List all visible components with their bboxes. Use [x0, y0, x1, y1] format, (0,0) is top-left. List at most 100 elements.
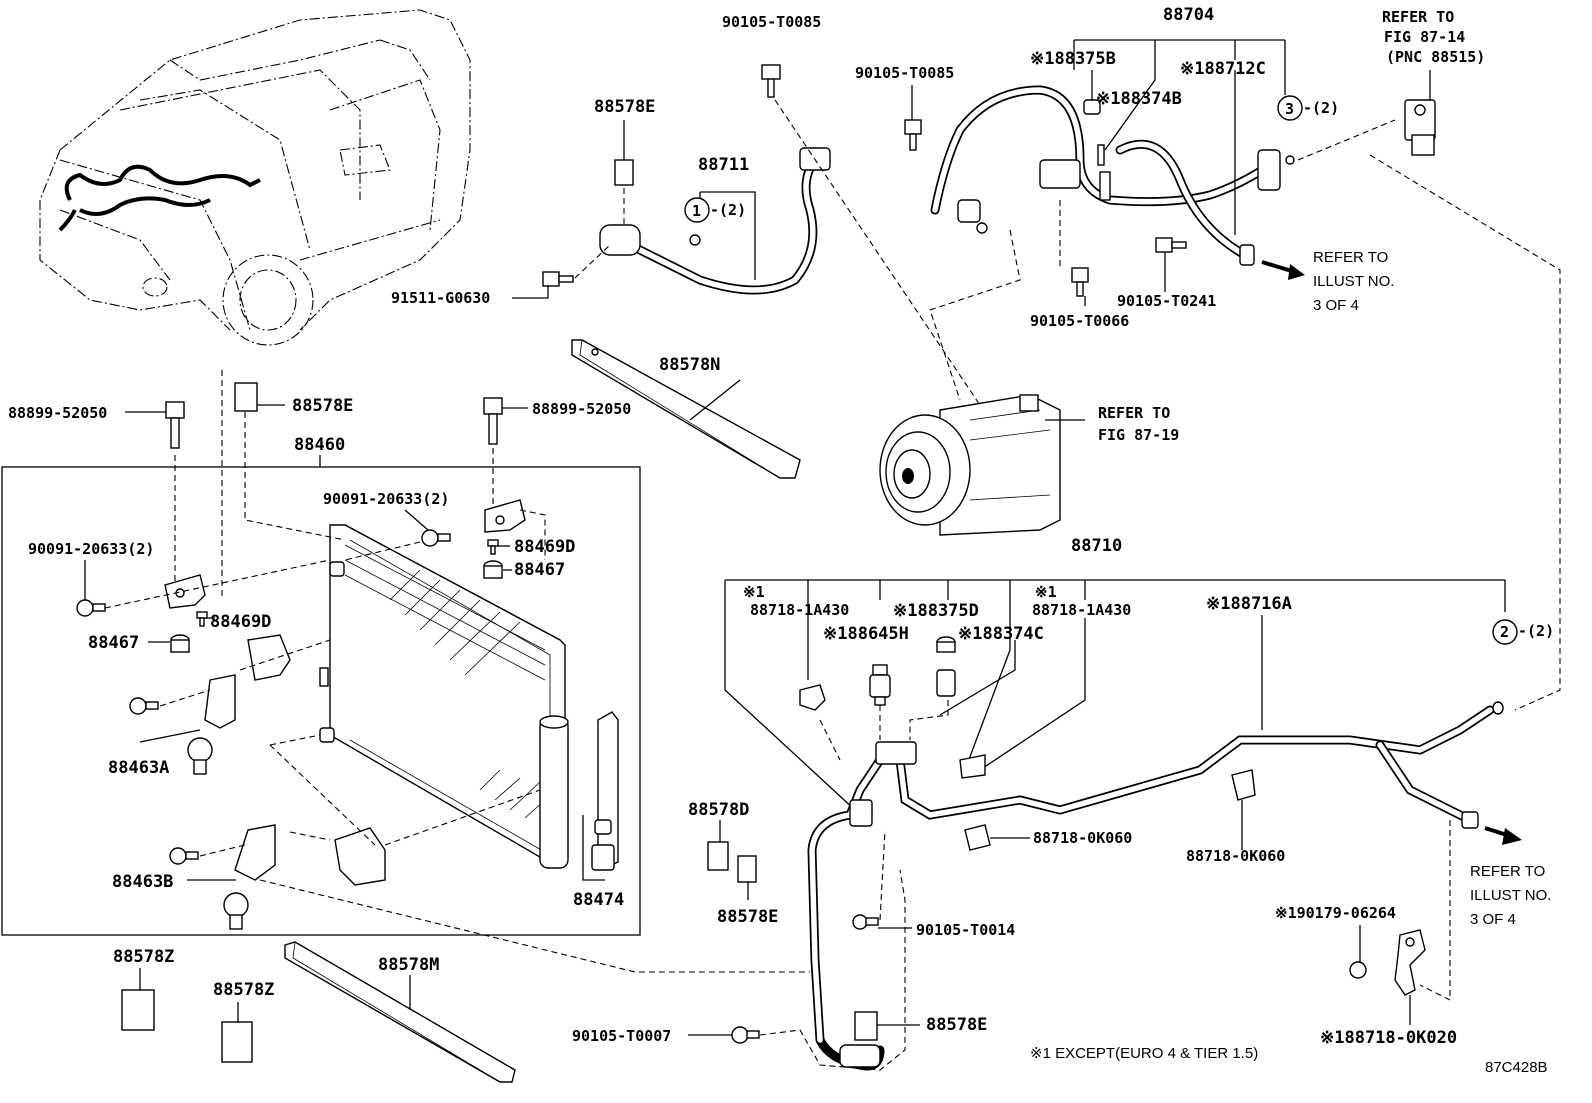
bolt-91511-G0630[interactable]	[542, 271, 574, 287]
clamp-88718-0K060-b[interactable]	[1231, 769, 1256, 801]
bolt-90091-a[interactable]	[76, 599, 106, 617]
clamp-88718-1A430-a[interactable]	[799, 684, 826, 711]
label-88578E-d: 88578E	[926, 1015, 987, 1035]
bolt-90105-T0014[interactable]	[852, 914, 879, 930]
bolt-bracket-b[interactable]	[169, 847, 199, 865]
circle-2: 2	[1500, 623, 1509, 641]
label-88463A: 88463A	[108, 758, 169, 778]
label-90105-T0066: 90105-T0066	[1030, 312, 1129, 330]
label-88718-1A430-b: 88718-1A430	[1032, 601, 1131, 619]
bar-88578M[interactable]	[284, 941, 516, 1083]
label-88899-52050-b: 88899-52050	[532, 400, 631, 418]
expansion-valve-88515[interactable]	[1404, 99, 1436, 156]
valve-88374C[interactable]	[936, 636, 956, 697]
label-88716A: ※188716A	[1206, 594, 1292, 614]
block-88578D-a[interactable]	[707, 841, 729, 871]
label-88578D: 88578D	[688, 800, 749, 820]
block-88578Z-b[interactable]	[221, 1021, 253, 1063]
condenser-88460[interactable]	[319, 524, 569, 869]
bolt-88469D-b[interactable]	[487, 539, 499, 555]
clamp-88718-0K060-a[interactable]	[964, 824, 991, 851]
figure-code: 87C428B	[1485, 1059, 1548, 1076]
label-90105-T0014: 90105-T0014	[916, 921, 1015, 939]
label-88712C: ※188712C	[1180, 59, 1266, 79]
block-88578E-a[interactable]	[614, 159, 634, 186]
block-88578Z-a[interactable]	[121, 989, 155, 1031]
label-90105-T0241: 90105-T0241	[1117, 292, 1216, 310]
bolt-90091-b[interactable]	[421, 529, 451, 547]
block-88578D-b[interactable]	[737, 855, 757, 883]
nut-90179-06264[interactable]	[1349, 961, 1367, 979]
bar-88578N[interactable]	[571, 339, 801, 479]
label-88467-a: 88467	[88, 633, 139, 653]
circle-3: 3	[1285, 100, 1294, 118]
block-88578E-b[interactable]	[234, 382, 258, 412]
label-90091-b: 90091-20633(2)	[323, 490, 449, 508]
label-refer-illust-b2: ILLUST NO.	[1470, 887, 1551, 904]
label-90105-T0085-b: 90105-T0085	[855, 64, 954, 82]
label-88375D: ※188375D	[893, 601, 979, 621]
label-refer-fig-87-19-b: FIG 87-19	[1098, 426, 1179, 444]
label-refer-illust-a3: 3 OF 4	[1313, 297, 1359, 314]
footnote: ※1 EXCEPT(EURO 4 & TIER 1.5)	[1030, 1045, 1258, 1062]
label-88467-b: 88467	[514, 560, 565, 580]
label-88578E-c: 88578E	[717, 907, 778, 927]
bolt-bracket-a[interactable]	[129, 697, 159, 715]
label-88718-0K060-b: 88718-0K060	[1186, 847, 1285, 865]
label-88578E-b: 88578E	[292, 396, 353, 416]
label-pnc-88515: (PNC 88515)	[1386, 48, 1485, 66]
label-90105-T0007: 90105-T0007	[572, 1027, 671, 1045]
label-90179-06264: ※190179-06264	[1275, 904, 1396, 922]
bolt-88899-a[interactable]	[165, 401, 185, 449]
label-90091-a: 90091-20633(2)	[28, 540, 154, 558]
label-88460: 88460	[294, 435, 345, 455]
receiver-88474[interactable]	[591, 711, 619, 871]
label-88899-52050-a: 88899-52050	[8, 404, 107, 422]
label-refer-illust-b3: 3 OF 4	[1470, 911, 1516, 928]
bracket-88718-0K020[interactable]	[1394, 929, 1426, 996]
label-88463B: 88463B	[112, 872, 173, 892]
compressor[interactable]	[879, 394, 1061, 536]
block-88578E-c[interactable]	[854, 1011, 878, 1041]
label-88710: 88710	[1071, 536, 1122, 556]
label-88718-1A430-a: 88718-1A430	[750, 601, 849, 619]
condenser-frame	[1, 466, 641, 936]
cushion-88467-a[interactable]	[170, 634, 190, 653]
label-refer-fig-87-14: REFER TO	[1382, 8, 1454, 26]
hose-88704[interactable]	[930, 85, 1281, 266]
bolt-90105-T0085-a[interactable]	[761, 64, 781, 98]
label-refer-illust-b1: REFER TO	[1470, 863, 1545, 880]
bolt-90105-T0066[interactable]	[1071, 267, 1089, 297]
label-88578M: 88578M	[378, 955, 439, 975]
label-refer-illust-a1: REFER TO	[1313, 249, 1388, 266]
bracket-upper-right[interactable]	[484, 499, 526, 533]
label-88375B: ※188375B	[1030, 49, 1116, 69]
label-88374C: ※188374C	[958, 624, 1044, 644]
bracket-88463B[interactable]	[223, 824, 386, 930]
label-88474: 88474	[573, 890, 624, 910]
bolt-88899-b[interactable]	[483, 397, 503, 445]
label-refer-fig-87-14-b: FIG 87-14	[1384, 28, 1465, 46]
label-90105-T0085-a: 90105-T0085	[722, 13, 821, 31]
bolt-90105-T0241[interactable]	[1155, 237, 1187, 253]
hose-88711[interactable]	[599, 147, 831, 295]
cushion-88467-b[interactable]	[483, 560, 503, 579]
bolt-90105-T0085-b[interactable]	[904, 119, 922, 151]
bolt-88469D-a[interactable]	[196, 611, 208, 627]
label-88718-0K020: ※188718-0K020	[1320, 1028, 1457, 1048]
label-88718-0K060-a: 88718-0K060	[1033, 829, 1132, 847]
label-note1-b: ※1	[1035, 583, 1057, 601]
circle-1: 1	[692, 202, 701, 220]
label-refer-illust-a2: ILLUST NO.	[1313, 273, 1394, 290]
sensor-88645H[interactable]	[869, 664, 891, 706]
tube-88710[interactable]	[807, 701, 1504, 1071]
label-88578Z-a: 88578Z	[113, 947, 174, 967]
clamp-88718-1A430-b[interactable]	[959, 754, 986, 779]
label-qty-1: -(2)	[710, 201, 746, 219]
label-88469D-b: 88469D	[514, 537, 575, 557]
bracket-upper-left[interactable]	[164, 574, 206, 609]
label-88704: 88704	[1163, 5, 1214, 25]
bolt-90105-T0007[interactable]	[731, 1026, 760, 1044]
bracket-88463A[interactable]	[187, 634, 291, 775]
